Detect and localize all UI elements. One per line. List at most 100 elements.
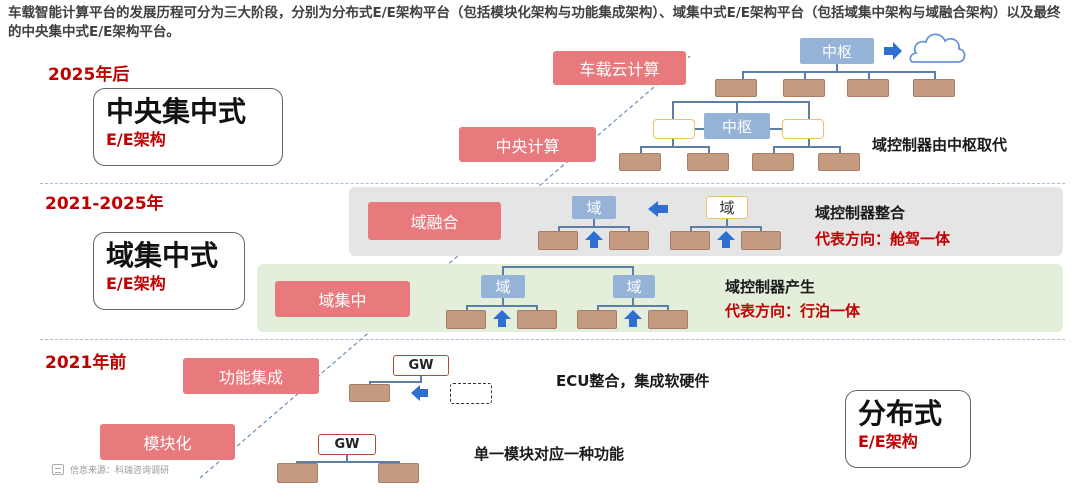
connector-line xyxy=(628,226,630,231)
connector-line xyxy=(760,226,762,231)
connector-line xyxy=(672,139,674,148)
domain-slot-empty xyxy=(782,119,824,139)
connector-line xyxy=(672,101,674,119)
ecu-block xyxy=(378,463,419,483)
connector-line xyxy=(640,146,710,148)
ecu-block xyxy=(752,153,794,171)
connector-line xyxy=(558,226,560,231)
domain-node-outline: 域 xyxy=(706,196,748,219)
connector-line xyxy=(593,219,595,227)
architecture-subtitle: E/E架构 xyxy=(106,274,166,293)
note-fusion-direction: 代表方向：舱驾一体 xyxy=(815,230,951,248)
connector-line xyxy=(773,146,841,148)
connector-line xyxy=(502,266,634,268)
connector-line xyxy=(808,101,810,119)
connector-line xyxy=(690,226,692,231)
connector-line xyxy=(742,71,744,79)
ecu-block xyxy=(783,79,825,97)
connector-line xyxy=(536,305,538,310)
era-label-2021-2025: 2021-2025年 xyxy=(45,194,164,214)
connector-line xyxy=(934,71,936,79)
connector-line xyxy=(839,146,841,153)
ecu-block xyxy=(687,153,729,171)
connector-line xyxy=(632,298,634,306)
connector-line xyxy=(398,461,400,463)
architecture-title: 域集中式 xyxy=(106,239,219,272)
ecu-block xyxy=(741,231,781,250)
connector-line xyxy=(672,101,810,103)
arrow-up-icon xyxy=(624,310,642,327)
stage-label-domain-central: 域集中 xyxy=(275,281,410,317)
architecture-subtitle: E/E架构 xyxy=(106,130,166,149)
ecu-block xyxy=(818,153,860,171)
ecu-block xyxy=(277,463,318,483)
connector-line xyxy=(502,298,504,306)
stage-label-central-compute: 中央计算 xyxy=(459,127,596,162)
hub-node: 中枢 xyxy=(800,38,874,64)
connector-line xyxy=(296,461,400,463)
ecu-block xyxy=(619,153,661,171)
connector-line xyxy=(597,305,669,307)
connector-line xyxy=(597,305,599,310)
ecu-block xyxy=(609,231,649,250)
stage-label-modular: 模块化 xyxy=(100,424,235,460)
ecu-block xyxy=(517,310,557,329)
domain-slot-empty xyxy=(653,119,695,139)
connector-line xyxy=(736,101,738,113)
distributed-architecture-box: 分布式 E/E架构 xyxy=(845,390,971,468)
central-architecture-box: 中央集中式 E/E架构 xyxy=(93,88,283,166)
source-text: 信息来源：科瑞咨询调研 xyxy=(70,466,170,476)
stage-label-function-integration: 功能集成 xyxy=(183,358,319,394)
connector-line xyxy=(502,266,504,275)
arrow-up-icon xyxy=(717,231,735,248)
stage-label-domain-fusion: 域融合 xyxy=(368,202,501,240)
note-modular: 单一模块对应一种功能 xyxy=(474,445,625,463)
cloud-icon xyxy=(909,33,966,63)
connector-line xyxy=(868,71,870,79)
architecture-title: 分布式 xyxy=(858,397,943,430)
ecu-block xyxy=(913,79,955,97)
ecu-block xyxy=(847,79,889,97)
connector-line xyxy=(346,455,348,462)
connector-line xyxy=(420,376,422,382)
separator-line xyxy=(40,339,1065,340)
ecu-block xyxy=(648,310,688,329)
note-fusion: 域控制器整合 xyxy=(815,204,906,222)
ecu-block xyxy=(577,310,617,329)
connector-line xyxy=(773,146,775,153)
connector-line xyxy=(632,266,634,275)
connector-line xyxy=(690,226,762,228)
connector-line xyxy=(808,139,810,148)
connector-line xyxy=(726,219,728,227)
connector-line xyxy=(558,226,630,228)
gateway-node: GW xyxy=(318,434,376,455)
domain-node: 域 xyxy=(613,275,655,298)
source-note: 信息来源：科瑞咨询调研 xyxy=(52,463,169,476)
arrow-right-icon xyxy=(884,42,902,60)
note-central: 域控制器由中枢取代 xyxy=(872,136,1008,154)
connector-line xyxy=(667,305,669,310)
connector-line xyxy=(708,146,710,153)
ecu-block xyxy=(349,384,390,402)
architecture-title: 中央集中式 xyxy=(106,95,247,128)
connector-line xyxy=(770,128,782,130)
connector-line xyxy=(466,305,468,310)
ecu-block xyxy=(670,231,710,250)
arrow-up-icon xyxy=(585,231,603,248)
separator-line xyxy=(40,183,1065,184)
arrow-up-icon xyxy=(493,310,511,327)
connector-line xyxy=(804,71,806,79)
note-ecu: ECU整合，集成软硬件 xyxy=(556,372,710,390)
ecu-block xyxy=(446,310,486,329)
connector-line xyxy=(742,71,936,73)
intro-text: 车载智能计算平台的发展历程可分为三大阶段，分别为分布式E/E架构平台（包括模块化… xyxy=(8,5,1061,40)
era-label-2025: 2025年后 xyxy=(48,65,130,85)
architecture-subtitle: E/E架构 xyxy=(858,432,918,451)
domain-node: 域 xyxy=(481,275,525,298)
connector-line xyxy=(640,146,642,153)
connector-line xyxy=(369,381,422,383)
connector-line xyxy=(466,305,538,307)
connector-line xyxy=(836,64,838,72)
